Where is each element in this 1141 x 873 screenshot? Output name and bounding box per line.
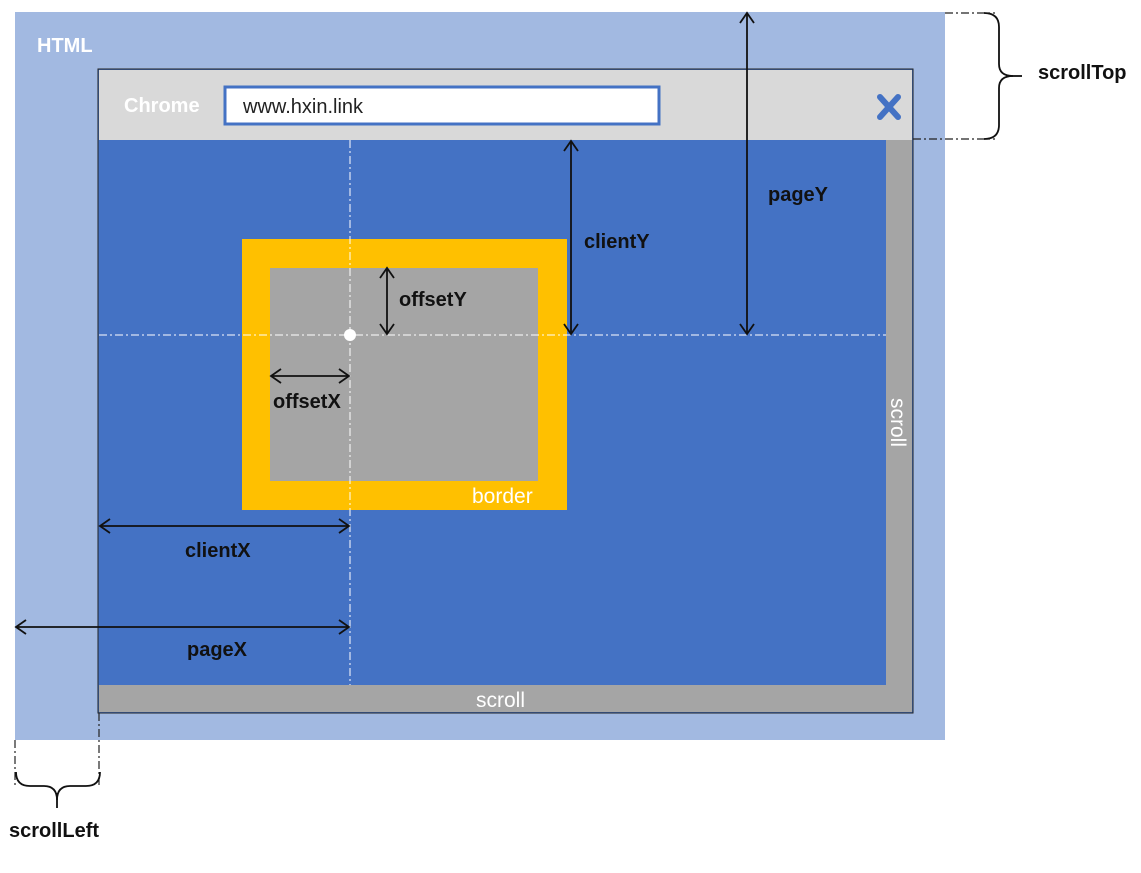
- url-text: www.hxin.link: [242, 96, 364, 118]
- clientX-arrow: [98, 518, 351, 534]
- clientY-arrow: [563, 139, 579, 336]
- scrollTop-label: scrollTop: [1038, 62, 1127, 84]
- offsetY-label: offsetY: [399, 289, 467, 311]
- offsetX-label: offsetX: [273, 391, 341, 413]
- scrollTop-guides: [913, 12, 995, 140]
- offsetX-arrow: [269, 368, 351, 384]
- scrollLeft-brace: [15, 771, 101, 801]
- clientY-label: clientY: [584, 231, 650, 253]
- offsetY-arrow: [379, 266, 395, 336]
- html-label: HTML: [37, 35, 93, 57]
- scrollLeft-guides: [14, 713, 100, 785]
- border-label: border: [472, 485, 533, 508]
- url-bar[interactable]: [223, 85, 661, 126]
- pageX-arrow: [14, 619, 351, 635]
- scrollLeft-label: scrollLeft: [9, 820, 99, 842]
- pageY-label: pageY: [768, 184, 829, 206]
- close-icon[interactable]: [877, 94, 901, 120]
- clientX-label: clientX: [185, 540, 251, 562]
- vertical-scroll-label: scroll: [886, 398, 909, 447]
- element-content-box: [270, 268, 538, 481]
- pageY-arrow: [739, 11, 755, 336]
- pageX-label: pageX: [187, 639, 248, 661]
- horizontal-scroll-label: scroll: [476, 689, 525, 712]
- vertical-scrollbar[interactable]: [886, 140, 912, 712]
- browser-name: Chrome: [124, 95, 200, 117]
- event-point: [344, 329, 356, 341]
- horizontal-scrollbar[interactable]: [99, 685, 912, 712]
